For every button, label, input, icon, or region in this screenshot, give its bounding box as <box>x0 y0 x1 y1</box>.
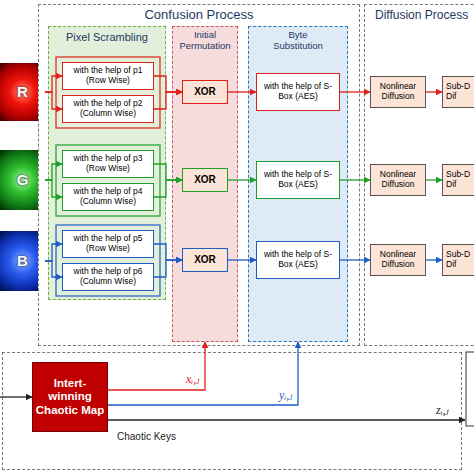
input-arrow <box>0 396 32 397</box>
process-frame: Confusion ProcessPixel Scrambling with th… <box>38 4 360 346</box>
box-text: Intert-winning Chaotic Map <box>35 377 105 417</box>
diffusion-box: Sub-D Dif <box>442 76 474 108</box>
flow-arrow <box>45 164 62 180</box>
flow-arrow <box>426 91 442 92</box>
key-line <box>108 419 465 420</box>
diffusion-box: Nonlinear Diffusion <box>370 164 426 196</box>
flow-arrow <box>108 342 298 405</box>
box-text: XOR <box>194 86 216 98</box>
group-outline <box>56 57 160 128</box>
flow-arrow <box>340 91 370 92</box>
edge-group <box>45 76 442 405</box>
heading-text: Confusion Process <box>39 8 359 23</box>
box-text: with the help of p2 (Column Wise) <box>65 99 151 119</box>
heading-text: Byte Substitution <box>263 30 333 52</box>
heading-text: Pixel Scrambling <box>49 31 165 44</box>
key-label: zᵢ,ⱼ <box>436 403 449 418</box>
stage-band: Initial PermutationXOR XOR XOR <box>172 26 238 342</box>
process-box: with the help of p4 (Column Wise) <box>62 183 154 211</box>
heading-text: Initial Permutation <box>175 30 235 52</box>
flow-arrow <box>45 92 62 109</box>
sbox-box: with the help of S-Box (AES) <box>256 73 340 111</box>
flow-arrow <box>45 261 62 277</box>
box-text: Sub-D Dif <box>446 250 473 270</box>
diffusion-box: Nonlinear Diffusion <box>370 76 426 108</box>
key-label: xᵢ,ⱼ <box>186 372 199 387</box>
diffusion-box: Sub-D Dif <box>442 164 474 196</box>
flow-arrow <box>340 179 370 180</box>
key-frame: Chaotic Keys Intert-winning Chaotic Map <box>2 352 462 470</box>
flow-arrow <box>154 76 182 92</box>
group-outline <box>56 145 160 216</box>
flow-arrow <box>45 244 62 261</box>
box-text: Nonlinear Diffusion <box>373 82 423 102</box>
box-text: with the help of S-Box (AES) <box>260 170 336 190</box>
box-text: Nonlinear Diffusion <box>373 170 423 190</box>
box-text: with the help of p3 (Row Wise) <box>65 154 151 174</box>
box-text: with the help of p4 (Column Wise) <box>65 187 151 207</box>
group-outline <box>56 225 160 296</box>
flow-arrow <box>45 180 62 197</box>
heading-text: Chaotic Keys <box>117 431 176 443</box>
process-box: with the help of p2 (Column Wise) <box>62 95 154 123</box>
diffusion-box: Sub-D Dif <box>442 244 474 276</box>
flow-arrow <box>426 179 442 180</box>
sbox-box: with the help of S-Box (AES) <box>256 241 340 279</box>
clipped-box <box>466 352 474 426</box>
flow-arrow <box>154 244 182 260</box>
process-box: with the help of p5 (Row Wise) <box>62 230 154 258</box>
sbox-box: with the help of S-Box (AES) <box>256 161 340 199</box>
process-box: with the help of p1 (Row Wise) <box>62 62 154 90</box>
static-layout <box>0 57 474 426</box>
process-frame: Diffusion ProcessNonlinear DiffusionNonl… <box>364 4 474 346</box>
flow-arrow <box>228 91 256 92</box>
box-text: with the help of p1 (Row Wise) <box>65 66 151 86</box>
flow-arrow <box>426 259 442 260</box>
flow-arrow <box>45 76 62 92</box>
xor-box: XOR <box>182 248 228 272</box>
box-text: with the help of p6 (Column Wise) <box>65 267 151 287</box>
box-text: Sub-D Dif <box>446 170 473 190</box>
box-text: XOR <box>194 254 216 266</box>
flow-arrow <box>228 179 256 180</box>
stage-band: Byte Substitution with the help of S-Box … <box>248 26 348 342</box>
flow-arrow <box>228 259 256 260</box>
process-box: with the help of p3 (Row Wise) <box>62 150 154 178</box>
box-text: Nonlinear Diffusion <box>373 250 423 270</box>
box-text: R <box>17 83 28 100</box>
box-text: G <box>17 171 29 188</box>
diffusion-box: Nonlinear Diffusion <box>370 244 426 276</box>
chaotic-map-box: Intert-winning Chaotic Map <box>32 362 108 432</box>
box-text: with the help of S-Box (AES) <box>260 250 336 270</box>
box-text: with the help of S-Box (AES) <box>260 82 336 102</box>
flow-arrow <box>154 164 182 180</box>
process-box: with the help of p6 (Column Wise) <box>62 263 154 291</box>
flow-arrow <box>154 92 182 109</box>
flow-arrow <box>340 259 370 260</box>
xor-box: XOR <box>182 168 228 192</box>
flow-arrow <box>108 342 205 390</box>
stage-band: Pixel Scrambling with the help of p1 (Row… <box>48 26 166 300</box>
heading-text: Diffusion Process <box>375 9 468 23</box>
key-label: yᵢ,ⱼ <box>279 388 292 403</box>
xor-box: XOR <box>182 80 228 104</box>
flow-arrow <box>154 180 182 197</box>
box-text: B <box>17 252 28 269</box>
flow-arrow <box>154 260 182 277</box>
box-text: with the help of p5 (Row Wise) <box>65 234 151 254</box>
box-text: Sub-D Dif <box>446 82 473 102</box>
box-text: XOR <box>194 174 216 186</box>
